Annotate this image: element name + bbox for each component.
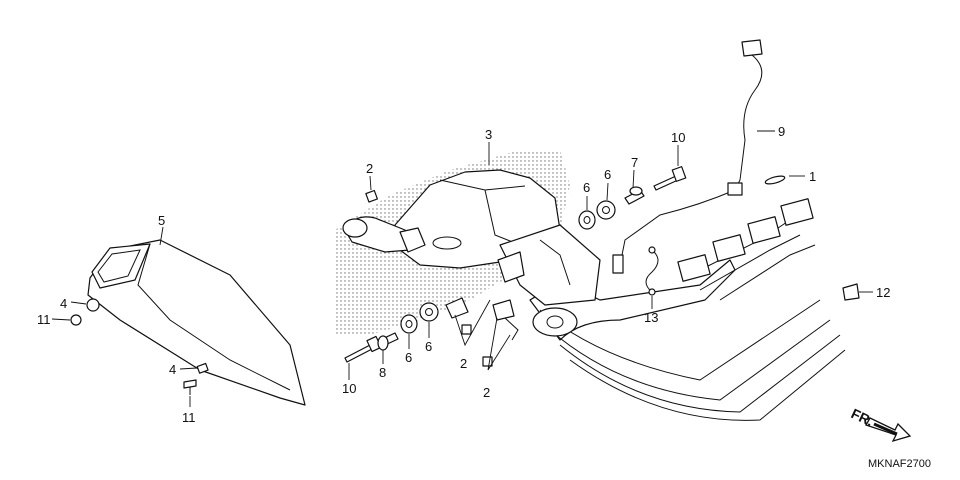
callout-10: 10 (671, 130, 685, 145)
callout-9: 9 (778, 124, 785, 139)
diagram-code: MKNAF2700 (868, 458, 931, 470)
callout-8: 8 (379, 365, 386, 380)
o2-sensor (612, 39, 763, 274)
callout-1: 1 (809, 169, 816, 184)
callout-2: 2 (460, 356, 467, 371)
leader-lines (51, 130, 873, 407)
callout-4: 4 (60, 296, 67, 311)
callout-10: 10 (342, 381, 356, 396)
callout-5: 5 (158, 213, 165, 228)
callout-11: 11 (37, 312, 51, 327)
callout-12: 12 (876, 285, 890, 300)
callout-3: 3 (485, 127, 492, 142)
callout-2: 2 (366, 161, 373, 176)
muffler (87, 239, 306, 406)
callout-6: 6 (604, 167, 611, 182)
front-direction-indicator: FR. (849, 405, 912, 443)
callout-2: 2 (483, 385, 490, 400)
callout-13: 13 (644, 310, 658, 325)
callout-6: 6 (425, 339, 432, 354)
callout-11: 11 (182, 410, 196, 425)
callout-7: 7 (631, 155, 638, 170)
callout-6: 6 (405, 350, 412, 365)
callout-6: 6 (583, 180, 590, 195)
muffler-chamber (342, 169, 561, 269)
fasteners (70, 166, 860, 395)
callout-4: 4 (169, 362, 176, 377)
exhaust-pipes (497, 198, 846, 421)
callout-labels: 1 2 2 2 3 4 4 5 6 6 6 6 7 8 9 10 10 11 1… (37, 124, 890, 425)
